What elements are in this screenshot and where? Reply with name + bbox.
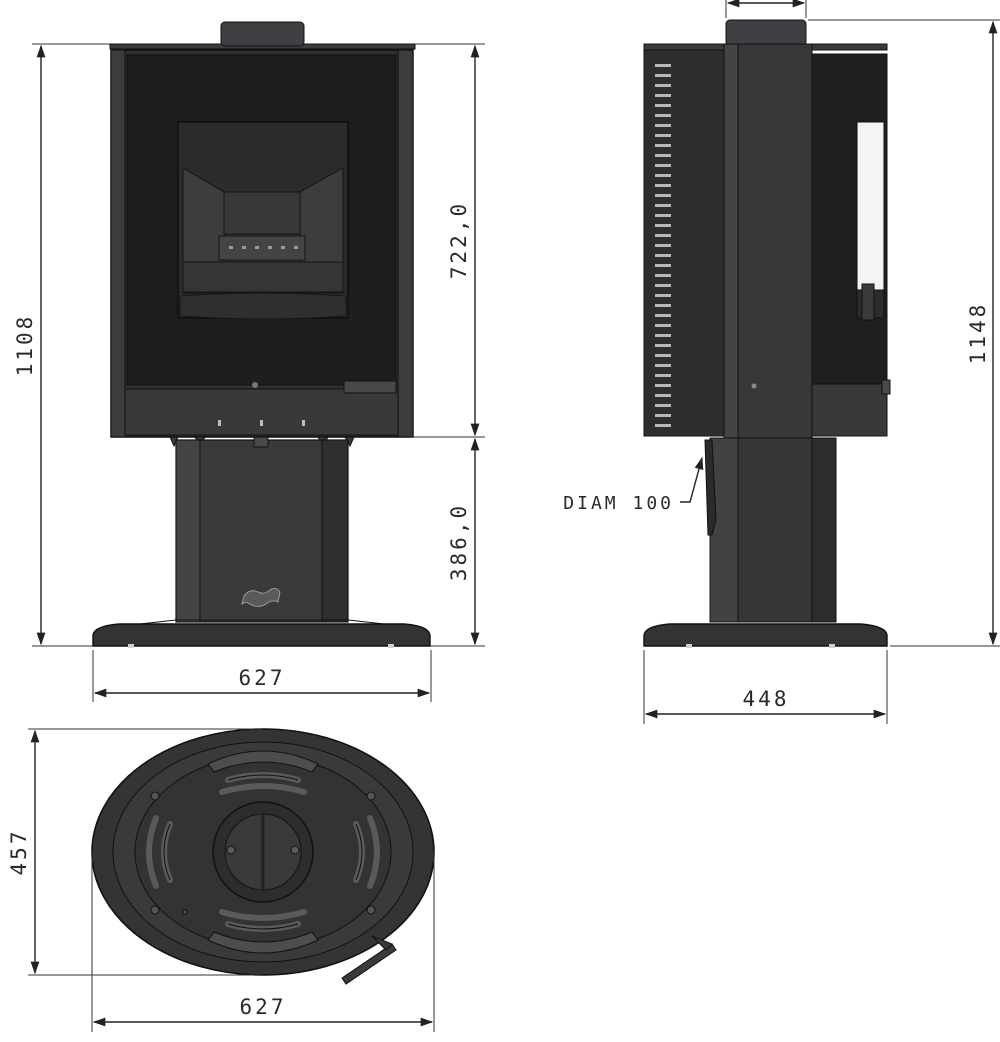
front-pedestal-shade-right <box>321 439 349 623</box>
top-width-label: 627 <box>240 995 287 1019</box>
grille-slot <box>655 254 671 257</box>
grille-slot <box>655 74 671 77</box>
top-slot-outlines <box>163 774 363 930</box>
grille-slot <box>655 264 671 267</box>
side-column-knob <box>751 383 757 389</box>
grille-slot <box>655 154 671 157</box>
front-door-lip <box>179 292 347 320</box>
side-window-gap <box>856 121 885 291</box>
front-ashpan <box>182 261 344 293</box>
grille-slot <box>655 194 671 197</box>
front-view <box>92 21 431 648</box>
top-fixings <box>150 791 376 915</box>
top-view-dimensions: 457 627 <box>7 728 435 1032</box>
grille-slot <box>655 94 671 97</box>
top-depth-label: 457 <box>7 829 31 876</box>
grille-slot <box>655 334 671 337</box>
side-air-inlet-pipe <box>704 439 717 536</box>
front-lower-panel <box>124 388 399 436</box>
side-handle <box>881 379 891 395</box>
top-flue-bolt-left <box>226 845 236 855</box>
grille-slot <box>655 394 671 397</box>
grille-slot <box>655 104 671 107</box>
top-rear-handle <box>207 750 319 773</box>
grille-slot <box>655 204 671 207</box>
grille-slot <box>655 344 671 347</box>
grille-slot <box>655 114 671 117</box>
front-left-band <box>110 49 126 438</box>
grille-slot <box>655 424 671 427</box>
grille-slot <box>655 364 671 367</box>
grille-slot <box>655 164 671 167</box>
front-firebox-baffle <box>223 191 301 235</box>
grille-slot <box>655 404 671 407</box>
front-total-height-label: 1108 <box>13 314 37 377</box>
grille-slot <box>655 414 671 417</box>
grille-slot <box>655 244 671 247</box>
grille-slot <box>655 84 671 87</box>
front-pedestal-bolt <box>253 436 269 448</box>
side-grille-slots <box>655 64 671 427</box>
side-door-latch <box>861 283 875 321</box>
front-view-dimensions: 1108 722,0 386,0 627 <box>13 43 485 702</box>
side-total-height-label: 1148 <box>966 302 990 365</box>
grille-slot <box>655 274 671 277</box>
front-pedestal <box>175 439 349 623</box>
grille-slot <box>655 124 671 127</box>
grille-slot <box>655 324 671 327</box>
side-flue-collar <box>725 19 807 47</box>
top-lever-pivot <box>371 935 393 951</box>
front-control-marks <box>218 420 305 426</box>
grille-slot <box>655 64 671 67</box>
side-column-highlight <box>723 43 739 439</box>
front-flue-collar <box>220 21 305 47</box>
side-width-label: 448 <box>743 687 790 711</box>
grille-slot <box>655 174 671 177</box>
top-flue-bolt-right <box>290 845 300 855</box>
grille-slot <box>655 354 671 357</box>
front-door-handle <box>343 380 397 394</box>
grille-slot <box>655 314 671 317</box>
grille-slot <box>655 234 671 237</box>
grille-slot <box>655 214 671 217</box>
grille-slot <box>655 184 671 187</box>
side-view-dimensions: 1148 448 DIAM 100 <box>563 0 1000 724</box>
front-width-label: 627 <box>239 666 286 690</box>
grille-slot <box>655 294 671 297</box>
grille-slot <box>655 144 671 147</box>
grille-slot <box>655 384 671 387</box>
flue-leader-line <box>680 456 704 503</box>
flue-diameter-label: DIAM 100 <box>563 493 674 514</box>
top-view <box>91 728 435 985</box>
grille-slot <box>655 224 671 227</box>
front-pedestal-shade-left <box>175 439 201 623</box>
side-base-feet <box>686 644 835 648</box>
top-control-lever <box>341 943 397 985</box>
side-base-plate <box>643 623 888 647</box>
side-pedestal-dark <box>811 437 837 623</box>
grille-slot <box>655 374 671 377</box>
side-lower-panel <box>811 383 888 437</box>
top-front-handle <box>207 931 319 954</box>
side-view <box>643 19 891 648</box>
grille-slot <box>655 284 671 287</box>
side-rear-grille <box>643 49 725 437</box>
grille-slot <box>655 134 671 137</box>
front-base-ridge <box>139 619 385 625</box>
front-body-height-label: 722,0 <box>447 201 471 279</box>
front-knob <box>252 382 258 388</box>
front-base-feet <box>128 644 394 648</box>
front-pedestal-height-label: 386,0 <box>447 503 471 581</box>
brand-logo-icon <box>241 588 281 607</box>
front-grate <box>218 235 306 261</box>
side-pedestal-shade <box>709 437 739 623</box>
front-right-band <box>397 49 414 438</box>
grille-slot <box>655 304 671 307</box>
front-grate-holes <box>229 246 298 249</box>
front-base-plate <box>92 623 431 647</box>
